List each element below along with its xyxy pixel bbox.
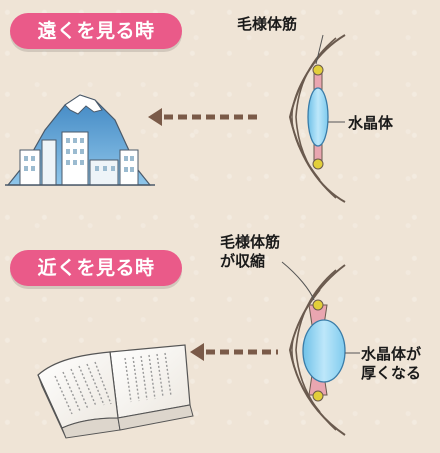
- ciliary-muscle-label: 毛様体筋: [237, 15, 298, 33]
- eye-cross-section-icon: [288, 34, 346, 203]
- near-vision-title: 近くを見る時: [10, 250, 182, 286]
- lens-label: 水晶体: [348, 114, 394, 132]
- far-vision-title: 遠くを見る時: [10, 13, 182, 49]
- open-book-icon: [37, 344, 194, 439]
- lens-thicken-line1: 水晶体が: [361, 345, 422, 363]
- lens-thicken-label: 水晶体が 厚くなる: [361, 345, 421, 383]
- dashed-arrow-left-icon: [190, 343, 278, 361]
- ciliary-muscle-contract-line2: が収縮: [220, 252, 266, 270]
- ciliary-muscle-contract-line1: 毛様体筋: [220, 233, 281, 251]
- ciliary-muscle-contract-label: 毛様体筋 が収縮: [220, 233, 280, 271]
- eye-cross-section-icon: [281, 261, 360, 436]
- lens-thicken-line2: 厚くなる: [361, 364, 422, 382]
- dashed-arrow-left-icon: [148, 108, 262, 126]
- mountain-city-icon: [5, 94, 155, 186]
